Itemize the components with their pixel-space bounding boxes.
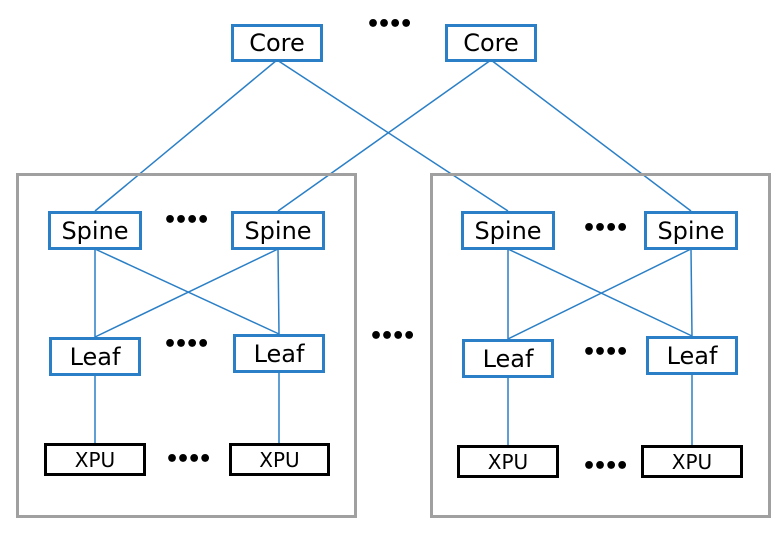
core-switch-right[interactable]: Core xyxy=(445,24,537,62)
link-pod1-spine2-leaf1 xyxy=(94,248,279,338)
pod-frame-left xyxy=(16,173,357,518)
pod2-leaf-switch-1[interactable]: Leaf xyxy=(462,339,554,378)
link-core1-pod2spine1 xyxy=(276,59,509,212)
link-pod1-spine2-leaf2 xyxy=(277,248,280,335)
link-core2-pod2spine2 xyxy=(490,59,692,212)
core-ellipsis: •••• xyxy=(366,12,413,37)
pod1-leaf-ellipsis: •••• xyxy=(163,332,210,357)
pod1-spine-switch-1[interactable]: Spine xyxy=(48,211,142,250)
pod1-spine-ellipsis: •••• xyxy=(163,208,210,233)
pod1-xpu-ellipsis: •••• xyxy=(165,447,212,472)
pod1-spine-switch-2[interactable]: Spine xyxy=(231,211,325,250)
pod2-xpu-ellipsis: •••• xyxy=(582,454,629,479)
pod2-leaf-switch-2[interactable]: Leaf xyxy=(646,336,738,375)
link-core2-pod1spine2 xyxy=(277,59,492,212)
pod1-xpu-1[interactable]: XPU xyxy=(44,443,146,476)
link-pod1-spine1-leaf2 xyxy=(94,248,280,335)
pod1-leaf-switch-2[interactable]: Leaf xyxy=(233,334,325,373)
pod2-spine-ellipsis: •••• xyxy=(582,216,629,241)
link-pod2-spine2-leaf2 xyxy=(690,248,693,337)
pod2-spine-switch-1[interactable]: Spine xyxy=(461,211,555,250)
link-pod2-spine1-leaf2 xyxy=(507,248,693,337)
link-pod2-spine2-leaf1 xyxy=(507,248,692,340)
core-switch-left[interactable]: Core xyxy=(231,24,323,62)
pod2-xpu-1[interactable]: XPU xyxy=(457,445,559,478)
pod-frame-right xyxy=(430,173,771,518)
pod2-leaf-ellipsis: •••• xyxy=(582,340,629,365)
pod1-leaf-switch-1[interactable]: Leaf xyxy=(49,337,141,376)
pod1-xpu-2[interactable]: XPU xyxy=(229,443,330,476)
pod2-xpu-2[interactable]: XPU xyxy=(641,445,743,478)
pod2-spine-switch-2[interactable]: Spine xyxy=(644,211,738,250)
between-pods-ellipsis: •••• xyxy=(369,324,416,349)
link-core1-pod1spine1 xyxy=(94,59,278,212)
